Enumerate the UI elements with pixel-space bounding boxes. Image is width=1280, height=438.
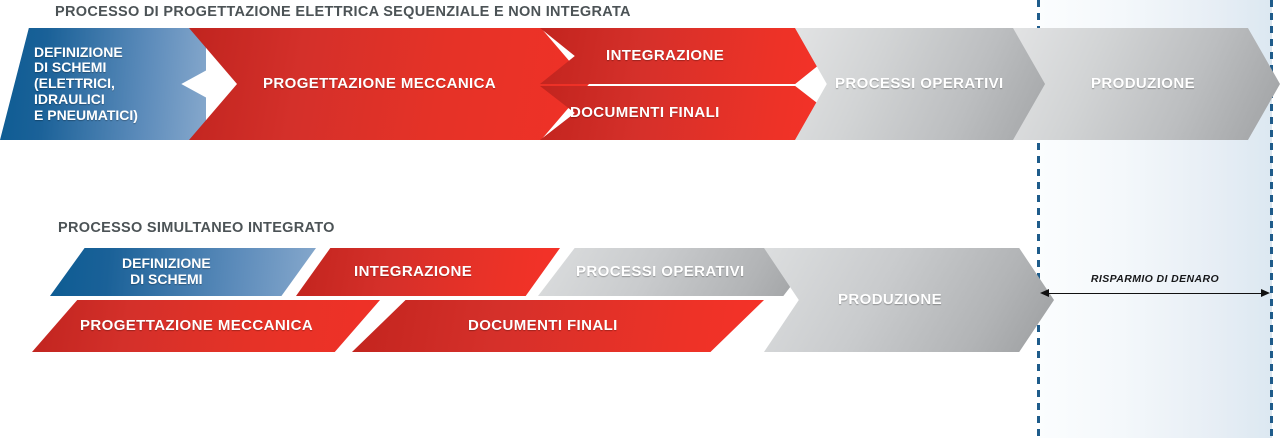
shape-fill [32,300,380,352]
step-label: PROCESSI OPERATIVI [576,262,745,280]
step-label: PROCESSI OPERATIVI [835,74,1004,92]
section-title-simultaneous: PROCESSO SIMULTANEO INTEGRATO [58,220,335,236]
shape-fill [795,28,1060,140]
step-integrazione-seq[interactable]: INTEGRAZIONE [540,28,830,84]
arrow-shaft [1044,293,1266,294]
step-label: PROGETTAZIONE MECCANICA [80,316,314,334]
dashed-guide-right [1270,0,1273,438]
step-label: DEFINIZIONE DI SCHEMI [122,255,211,287]
step-produzione-sim[interactable]: PRODUZIONE [764,248,1054,352]
step-label: DOCUMENTI FINALI [468,316,618,334]
shape-fill [540,86,830,140]
step-definizione-schemi-seq[interactable]: DEFINIZIONE DI SCHEMI (ELETTRICI, IDRAUL… [0,28,206,140]
shape-fill [764,248,1054,352]
shape-fill [1013,28,1280,140]
shape-fill [296,248,560,296]
step-progettazione-meccanica-seq[interactable]: PROGETTAZIONE MECCANICA [189,28,589,140]
step-label: PRODUZIONE [1091,74,1196,92]
dashed-guide-left [1037,0,1040,438]
step-produzione-seq[interactable]: PRODUZIONE [1013,28,1280,140]
shape-fill [50,248,316,296]
shape-fill [352,300,764,352]
step-label: INTEGRAZIONE [606,46,725,64]
step-label: DOCUMENTI FINALI [570,103,720,121]
step-progettazione-meccanica-sim[interactable]: PROGETTAZIONE MECCANICA [32,300,380,352]
step-label: INTEGRAZIONE [354,262,473,280]
step-processi-operativi-seq[interactable]: PROCESSI OPERATIVI [795,28,1060,140]
shape-fill [540,28,830,84]
savings-label: RISPARMIO DI DENARO [1090,273,1220,285]
step-documenti-finali-seq[interactable]: DOCUMENTI FINALI [540,86,830,140]
arrow-head-left-icon [1040,289,1049,297]
step-label: PROGETTAZIONE MECCANICA [263,74,497,92]
shape-fill [0,28,206,140]
savings-annotation: RISPARMIO DI DENARO [1040,273,1270,304]
step-label: PRODUZIONE [838,290,943,308]
section-title-sequential: PROCESSO DI PROGETTAZIONE ELETTRICA SEQU… [55,4,631,20]
shape-fill [189,28,589,140]
step-integrazione-sim[interactable]: INTEGRAZIONE [296,248,560,296]
step-label: DEFINIZIONE DI SCHEMI (ELETTRICI, IDRAUL… [34,43,138,123]
step-definizione-schemi-sim[interactable]: DEFINIZIONE DI SCHEMI [50,248,316,296]
step-documenti-finali-sim[interactable]: DOCUMENTI FINALI [352,300,764,352]
arrow-head-right-icon [1261,289,1270,297]
